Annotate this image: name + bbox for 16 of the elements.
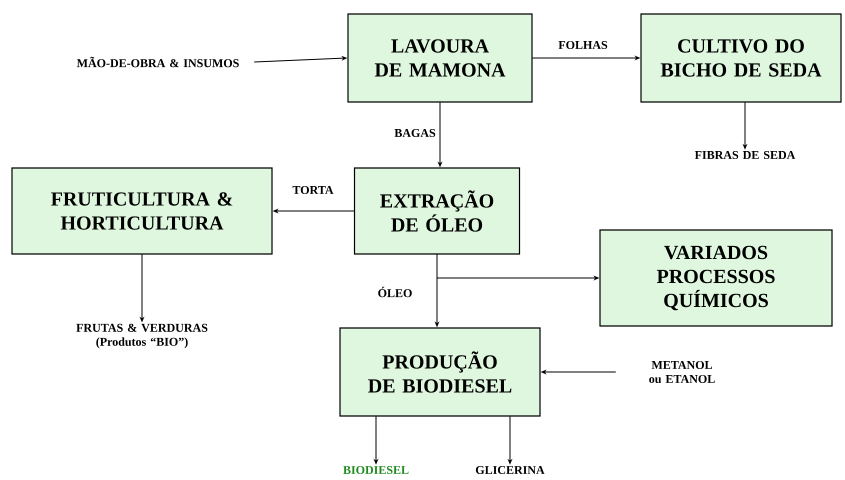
output-label: FRUTAS & VERDURAS (Produtos “BIO”)	[76, 324, 208, 348]
output-label: BIODIESEL	[343, 466, 408, 474]
edge-label: ÓLEO	[376, 286, 414, 298]
output-label: GLICERINA	[476, 466, 545, 474]
output-label: METANOL ou ETANOL	[649, 360, 715, 384]
edge-label: TORTA	[291, 184, 335, 196]
process-box: FRUTICULTURA & HORTICULTURA	[11, 167, 273, 255]
process-box: CULTIVO DO BICHO DE SEDA	[640, 13, 842, 103]
process-box: LAVOURA DE MAMONA	[347, 13, 533, 103]
process-box: VARIADOS PROCESSOS QUÍMICOS	[599, 229, 833, 327]
output-label: FIBRAS DE SEDA	[694, 150, 796, 160]
process-box: PRODUÇÃO DE BIODIESEL	[339, 327, 541, 417]
edge-label: FOLHAS	[557, 40, 609, 50]
output-label: MÃO-DE-OBRA & INSUMOS	[76, 56, 239, 68]
edge-label: BAGAS	[393, 128, 437, 138]
process-box: EXTRAÇÃO DE ÓLEO	[354, 167, 520, 255]
